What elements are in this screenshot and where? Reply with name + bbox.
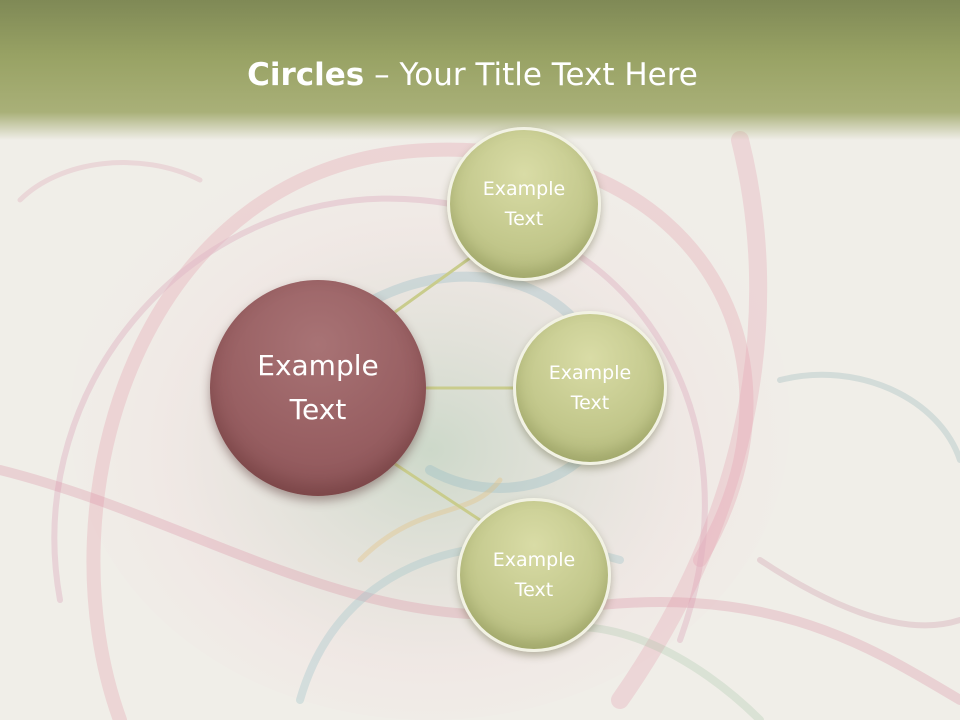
circle-center[interactable]: Example Text [210, 280, 426, 496]
connector-bottom [394, 462, 481, 522]
slide-title[interactable]: Circles – Your Title Text Here [0, 52, 945, 98]
slide-title-bold: Circles [247, 57, 365, 93]
circle-bottom-label: Example Text [492, 549, 576, 601]
circle-bottom[interactable]: Example Text [457, 498, 611, 652]
circle-top-label: Example Text [482, 178, 566, 230]
circle-middle[interactable]: Example Text [513, 311, 667, 465]
title-bar [0, 0, 960, 140]
circle-top[interactable]: Example Text [447, 127, 601, 281]
circle-center-label: Example Text [257, 349, 379, 426]
connector-top [394, 256, 471, 314]
slide-title-text: – Your Title Text Here [364, 57, 698, 93]
circle-middle-label: Example Text [548, 362, 632, 414]
